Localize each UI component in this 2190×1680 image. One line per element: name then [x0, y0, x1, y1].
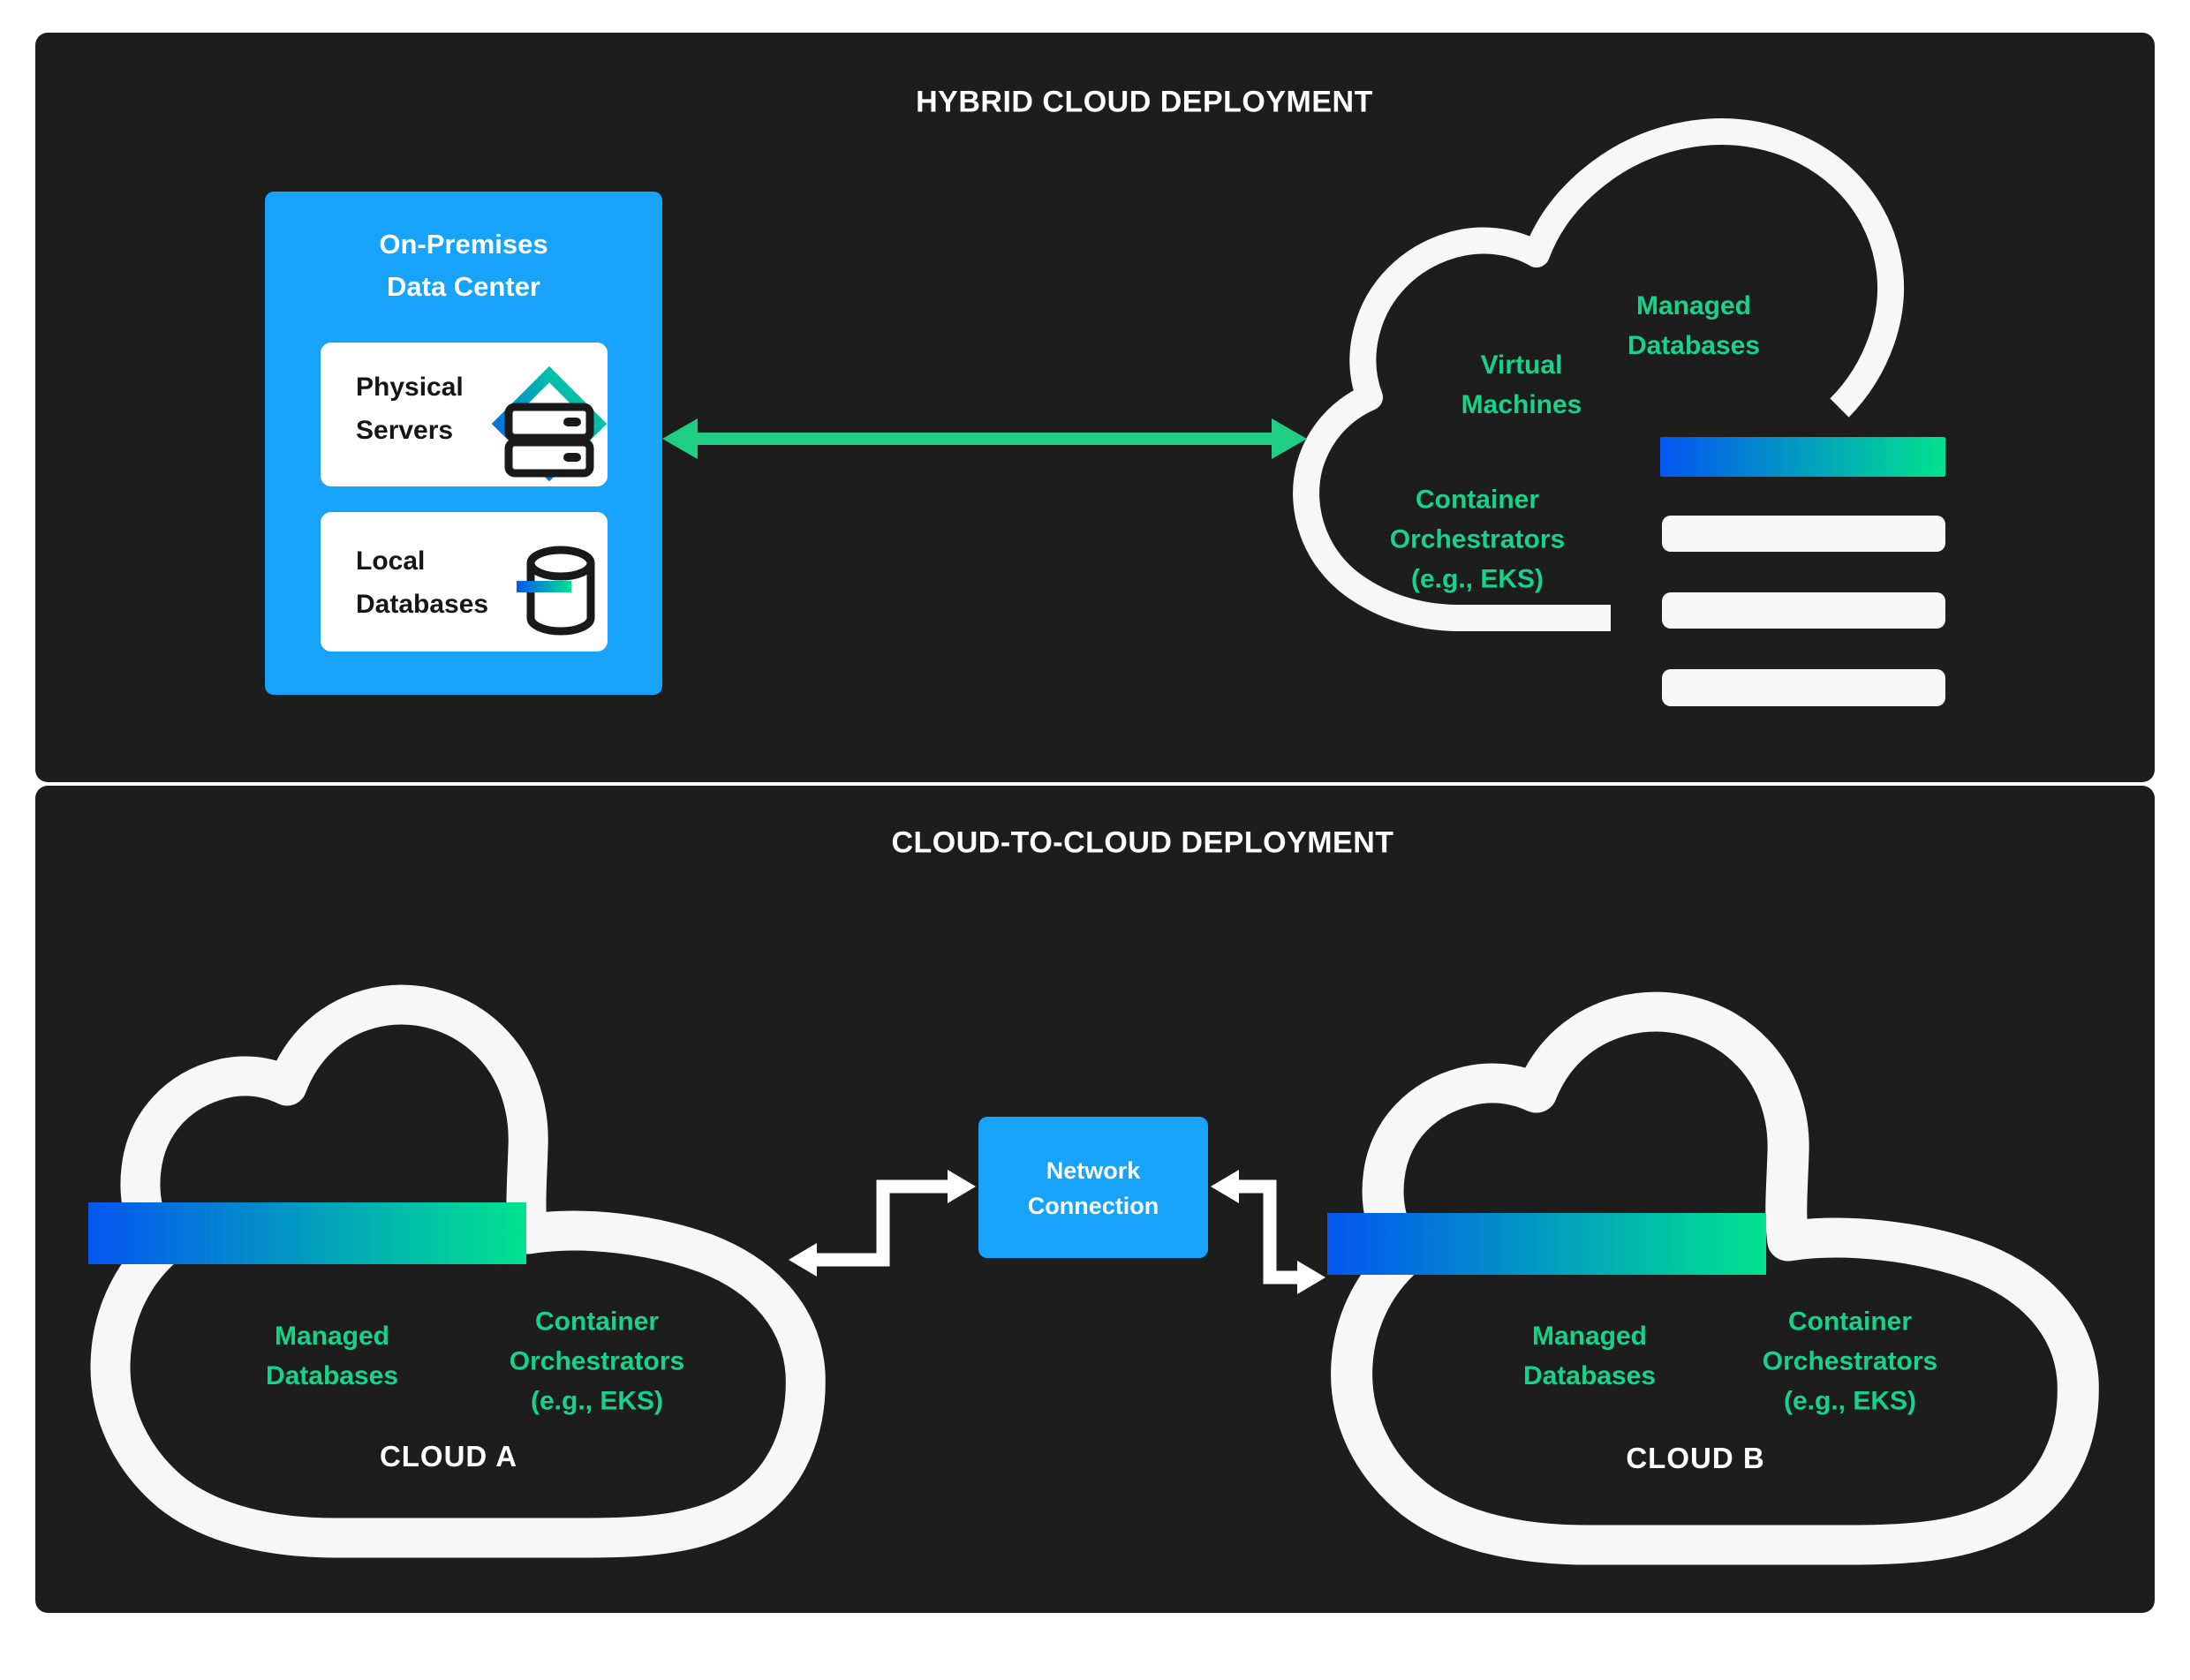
- hybrid-panel-title: HYBRID CLOUD DEPLOYMENT: [916, 85, 1373, 119]
- managed-databases-label-cloud-b: Managed Databases: [1522, 1322, 1657, 1390]
- cloud-b-name: CLOUD B: [1626, 1442, 1765, 1474]
- physical-servers-label: Physical Servers: [356, 373, 464, 445]
- container-orchestrators-label-cloud-a: Container Orchestrators (e.g., EKS): [509, 1307, 685, 1416]
- managed-databases-label-cloud-a: Managed Databases: [265, 1322, 399, 1390]
- network-connection-box: [978, 1117, 1208, 1258]
- cloud-to-cloud-panel-title: CLOUD-TO-CLOUD DEPLOYMENT: [891, 825, 1394, 860]
- container-orchestrators-label-hybrid: Container Orchestrators (e.g., EKS): [1389, 485, 1566, 594]
- managed-databases-label-hybrid: Managed Databases: [1627, 291, 1761, 360]
- network-connection-label: Network Connection: [1027, 1157, 1159, 1219]
- on-premises-title: On-Premises Data Center: [379, 229, 548, 302]
- virtual-machines-label: Virtual Machines: [1461, 350, 1582, 419]
- cloud-a-name: CLOUD A: [379, 1440, 518, 1473]
- local-databases-label: Local Databases: [356, 546, 489, 619]
- container-orchestrators-label-cloud-b: Container Orchestrators (e.g., EKS): [1762, 1307, 1938, 1416]
